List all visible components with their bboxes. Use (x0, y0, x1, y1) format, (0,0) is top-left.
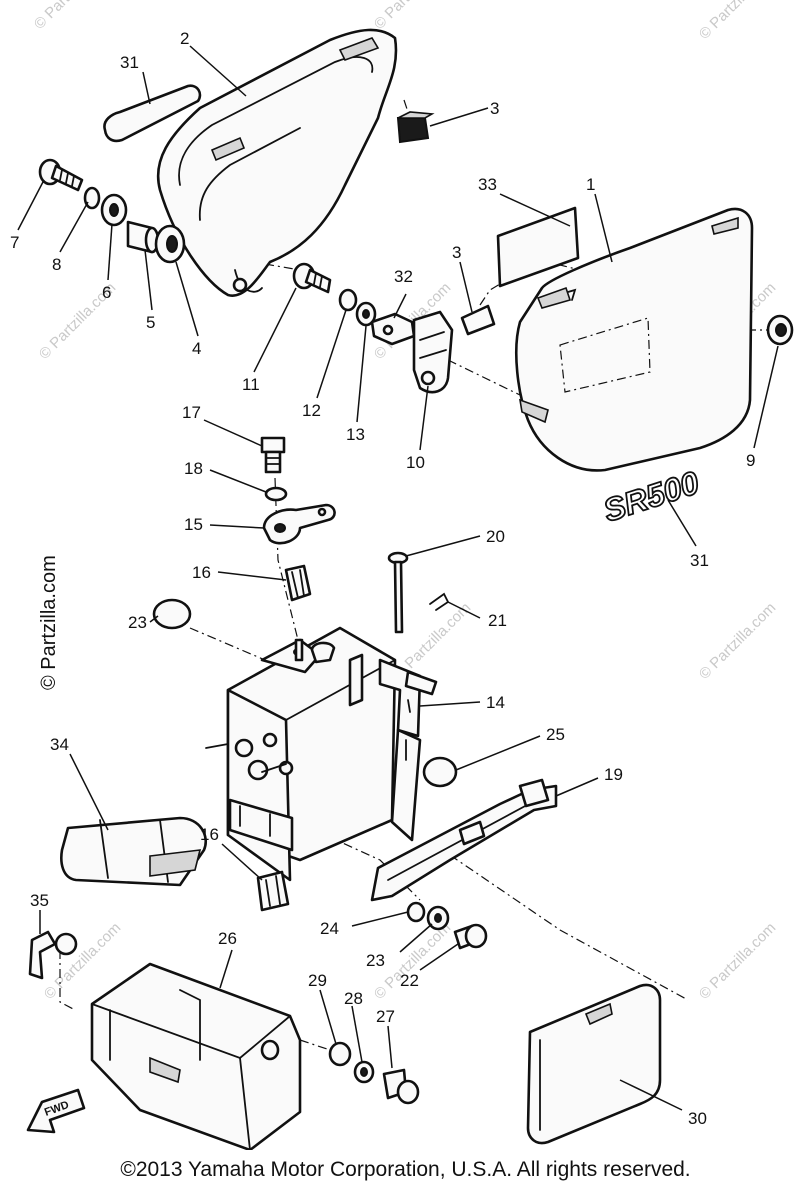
callout-33: 33 (478, 175, 497, 194)
callout-17: 17 (182, 403, 201, 422)
part-17-bolt (260, 436, 286, 474)
emblem-text: SR500 (599, 464, 703, 529)
callout-31: 31 (690, 551, 709, 570)
callout-24: 24 (320, 919, 339, 938)
part-4-grommet (154, 224, 186, 264)
leader-lines (17, 45, 779, 1111)
callout-23: 23 (128, 613, 147, 632)
part-26-case (90, 962, 302, 1150)
part-31-rubber-strip (103, 84, 202, 143)
callout-labels: 1 2 3 3 4 5 6 7 8 9 10 11 12 13 14 15 16… (10, 29, 755, 1128)
watermark: © Partzilla.com (696, 919, 779, 1002)
part-27-bolt (382, 1068, 420, 1105)
callout-26: 26 (218, 929, 237, 948)
part-34-cover (60, 816, 207, 887)
part-18-washer (264, 486, 288, 502)
watermark: © Partzilla.com (31, 0, 114, 33)
callout-9: 9 (746, 451, 755, 470)
callout-35: 35 (30, 891, 49, 910)
callout-23: 23 (366, 951, 385, 970)
callout-14: 14 (486, 693, 505, 712)
part-5-collar (126, 220, 160, 254)
part-13-washer (355, 301, 377, 327)
part-23-washer (426, 905, 450, 931)
callout-19: 19 (604, 765, 623, 784)
fwd-arrow-icon: FWD (26, 1088, 86, 1134)
callout-7: 7 (10, 233, 19, 252)
callout-16: 16 (200, 825, 219, 844)
callout-30: 30 (688, 1109, 707, 1128)
part-3-grommet (396, 111, 435, 144)
part-31-emblem: SR500 (598, 463, 704, 529)
part-21-clip (429, 592, 450, 611)
callout-16: 16 (192, 563, 211, 582)
callout-3: 3 (452, 243, 461, 262)
part-12-washer (338, 288, 358, 312)
callout-15: 15 (184, 515, 203, 534)
part-1-right-side-cover (515, 207, 754, 472)
part-28-washer (353, 1060, 375, 1084)
callout-2: 2 (180, 29, 189, 48)
callout-22: 22 (400, 971, 419, 990)
part-11-bolt (292, 262, 332, 294)
part-35-clip (28, 930, 78, 980)
part-16-damper (256, 870, 290, 912)
part-3-grommet (460, 304, 496, 336)
part-30-panel (526, 983, 662, 1145)
callout-27: 27 (376, 1007, 395, 1026)
callout-8: 8 (52, 255, 61, 274)
callout-32: 32 (394, 267, 413, 286)
part-2-left-side-cover (156, 28, 398, 297)
callout-18: 18 (184, 459, 203, 478)
callout-3: 3 (490, 99, 499, 118)
callout-5: 5 (146, 313, 155, 332)
callout-34: 34 (50, 735, 69, 754)
callout-29: 29 (308, 971, 327, 990)
callout-25: 25 (546, 725, 565, 744)
watermark: © Partzilla.com (371, 0, 454, 33)
copyright-notice: ©2013 Yamaha Motor Corporation, U.S.A. A… (120, 1158, 691, 1181)
part-6-washer (100, 193, 128, 227)
part-20-pin (387, 551, 409, 634)
callout-28: 28 (344, 989, 363, 1008)
part-8-lock-washer (83, 186, 101, 210)
watermark-vertical: © Partzilla.com (38, 555, 60, 690)
part-29-washer (328, 1041, 352, 1067)
part-15-bracket (262, 503, 336, 545)
callout-11: 11 (242, 375, 260, 394)
callout-21: 21 (488, 611, 507, 630)
part-23-cap (152, 598, 192, 630)
exploded-parts-diagram: © Partzilla.com © Partzilla.com © Partzi… (10, 0, 794, 1150)
callout-10: 10 (406, 453, 425, 472)
callout-13: 13 (346, 425, 365, 444)
watermark: © Partzilla.com (696, 599, 779, 682)
watermark: © Partzilla.com (696, 0, 779, 43)
callout-4: 4 (192, 339, 201, 358)
part-25-cap (422, 756, 458, 788)
callout-31: 31 (120, 53, 139, 72)
part-14-battery-box (205, 626, 438, 882)
part-7-bolt (38, 158, 84, 192)
callout-12: 12 (302, 401, 321, 420)
part-24-washer (406, 901, 426, 923)
callout-1: 1 (586, 175, 595, 194)
callout-20: 20 (486, 527, 505, 546)
part-16-damper (284, 564, 312, 602)
part-19-band (370, 778, 558, 902)
callout-6: 6 (102, 283, 111, 302)
part-10-holder (412, 310, 454, 394)
part-22-bolt (453, 923, 488, 950)
part-9-grommet (766, 314, 794, 346)
